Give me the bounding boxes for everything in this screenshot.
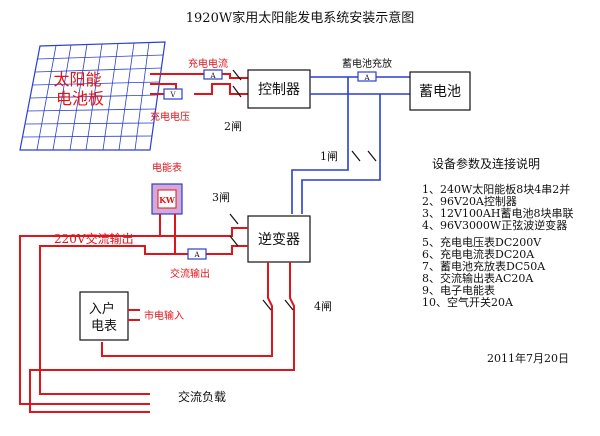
battery-charge-discharge-label: 蓄电池充放 <box>342 57 392 70</box>
charge-current-meter-letter: A <box>209 72 216 80</box>
charge-current-label: 充电电流 <box>188 57 228 70</box>
diagram-date: 2011年7月20日 <box>487 351 569 365</box>
diagram-title: 1920W家用太阳能发电系统安装示意图 <box>186 10 414 26</box>
mains-input-label: 市电输入 <box>144 309 184 322</box>
home-meter-label: 入户 电表 <box>89 301 119 334</box>
switch-2-label: 2闸 <box>224 120 242 133</box>
spec-item: 7、蓄电池充放表DC50A <box>422 259 546 273</box>
switch-4-label: 4闸 <box>314 300 332 313</box>
battery-inverter-wires <box>291 77 381 214</box>
battery-box <box>409 71 471 111</box>
energy-meter-label: 电能表 <box>152 161 182 174</box>
spec-item: 3、12V100AH蓄电池8块串联 <box>422 207 573 220</box>
inverter-label: 逆变器 <box>258 232 300 248</box>
spec-item: 9、电子电能表 <box>422 283 495 297</box>
spec-item: 8、交流输出表AC20A <box>422 271 534 285</box>
spec-item: 5、充电电压表DC200V <box>422 235 542 249</box>
specs-heading: 设备参数及连接说明 <box>432 156 540 171</box>
specs-list: 1、240W太阳能板8块4串2并2、96V20A控制器3、12V100AH蓄电池… <box>422 182 573 309</box>
spec-item: 1、240W太阳能板8块4串2并 <box>422 182 570 196</box>
kw-meter-face <box>157 189 177 209</box>
spec-item: 6、充电电流表DC20A <box>422 247 535 261</box>
battery-meter <box>357 71 377 82</box>
kw-meter-text: KW <box>159 195 176 205</box>
charge-voltage-meter-letter: V <box>169 91 176 99</box>
charge-voltage-meter <box>163 88 183 100</box>
mains-wires <box>29 262 295 413</box>
spec-item: 4、96V3000W正弦波逆变器 <box>422 218 567 232</box>
charge-current-meter <box>203 69 223 80</box>
controller-box <box>247 69 311 109</box>
charge-voltage-label: 充电电压 <box>150 110 190 123</box>
inverter-box <box>247 215 311 263</box>
home-meter-box <box>79 291 129 341</box>
switch-3-label: 3闸 <box>212 191 230 204</box>
battery-meter-letter: A <box>363 74 370 82</box>
spec-item: 2、96V20A控制器 <box>422 194 517 208</box>
ac-output-meter-letter: A <box>193 251 200 259</box>
ac-output-label: 交流输出 <box>170 267 210 280</box>
ac-load-label: 交流负载 <box>178 389 226 404</box>
solar-panel <box>19 41 166 151</box>
ac-output-meter <box>187 248 207 260</box>
solar-panel-label: 太阳能 电池板 <box>53 70 106 108</box>
ac-220-output-label: 220V交流输出 <box>54 231 134 246</box>
controller-label: 控制器 <box>258 82 300 98</box>
switch-1-label: 1闸 <box>320 150 338 163</box>
battery-label: 蓄电池 <box>419 84 461 100</box>
ac-output-wires <box>19 213 248 405</box>
spec-item: 10、空气开关20A <box>422 295 514 309</box>
